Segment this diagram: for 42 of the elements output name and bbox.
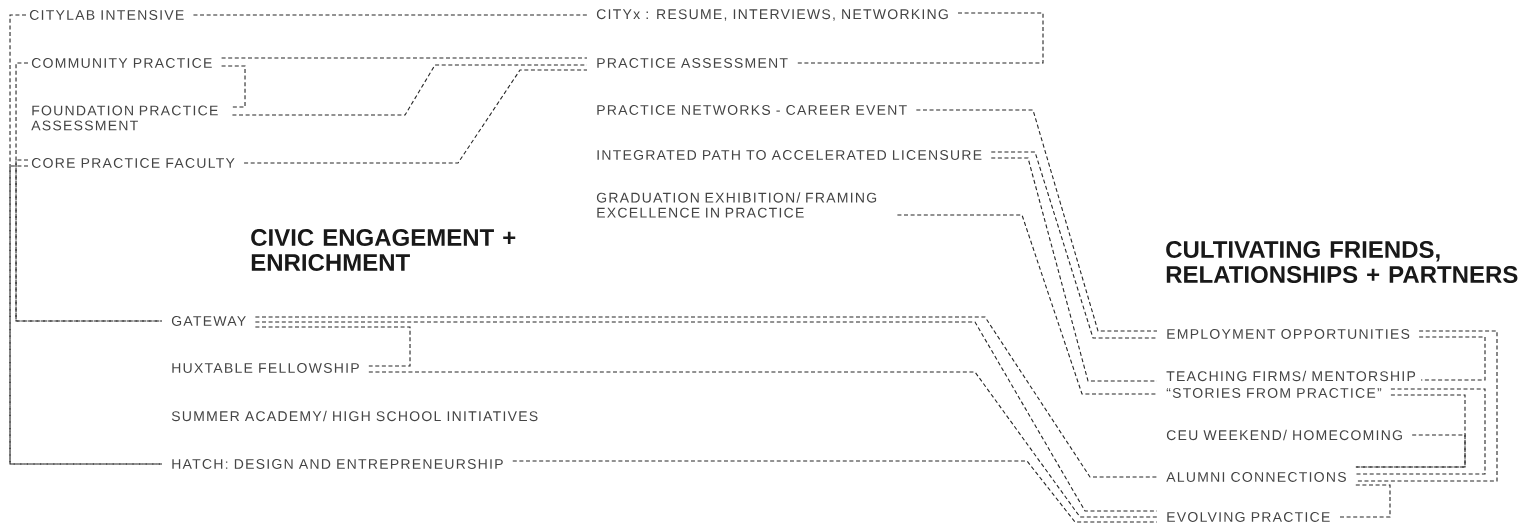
connector-line (512, 460, 1158, 523)
connector-line (1355, 330, 1498, 482)
heading: CULTIVATING FRIENDS, RELATIONSHIPS + PARTNERS (1166, 241, 1518, 283)
connector-line (254, 326, 411, 367)
connector-line (368, 371, 1158, 518)
item-label: GRADUATION EXHIBITION/ FRAMING EXCELLENCE IN PRACTICE (596, 192, 877, 218)
item-label: “STORIES FROM PRACTICE” (1166, 388, 1382, 398)
item-label: EMPLOYMENT OPPORTUNITIES (1167, 329, 1410, 339)
item-label: EVOLVING PRACTICE (1167, 512, 1330, 522)
connector-line (796, 12, 1044, 64)
connector-line (1338, 484, 1391, 518)
item-label: HUXTABLE FELLOWSHIP (172, 363, 359, 373)
connector-line (221, 57, 588, 59)
connector-line (1418, 336, 1486, 381)
heading: CIVIC ENGAGEMENT + ENRICHMENT (251, 229, 516, 271)
item-label: TEACHING FIRMS/ MENTORSHIP (1166, 370, 1416, 382)
item-label: ALUMNI CONNECTIONS (1166, 472, 1346, 482)
item-label: INTEGRATED PATH TO ACCELERATED LICENSURE (597, 150, 982, 160)
connector-line (915, 109, 1158, 332)
connector-line (1355, 388, 1486, 475)
item-label: CITYLAB INTENSIVE (29, 10, 184, 20)
connector-line (254, 316, 1158, 478)
item-label: COMMUNITY PRACTICE (31, 58, 212, 68)
connector-line (243, 69, 588, 164)
connector-line (254, 321, 1158, 512)
connector-line (9, 14, 163, 465)
item-label: CORE PRACTICE FACULTY (31, 158, 235, 168)
item-label: HATCH: DESIGN AND ENTREPRENEURSHIP (172, 459, 503, 469)
item-label: FOUNDATION PRACTICE ASSESSMENT (31, 105, 218, 131)
connector-line (192, 14, 588, 16)
item-label: SUMMER ACADEMY/ HIGH SCHOOL INITIATIVES (171, 410, 538, 422)
item-label: PRACTICE ASSESSMENT (597, 58, 788, 68)
connector-line (9, 165, 163, 465)
item-label: CEU WEEKEND/ HOMECOMING (1166, 429, 1402, 441)
connector-line (231, 64, 588, 116)
item-label: GATEWAY (171, 316, 246, 326)
connector-line (1355, 434, 1466, 468)
connector-line (15, 159, 163, 322)
item-label: CITYx : RESUME, INTERVIEWS, NETWORKING (596, 9, 948, 21)
connector-line (221, 65, 246, 108)
connector-line (990, 157, 1158, 382)
item-label: PRACTICE NETWORKS - CAREER EVENT (597, 105, 907, 115)
